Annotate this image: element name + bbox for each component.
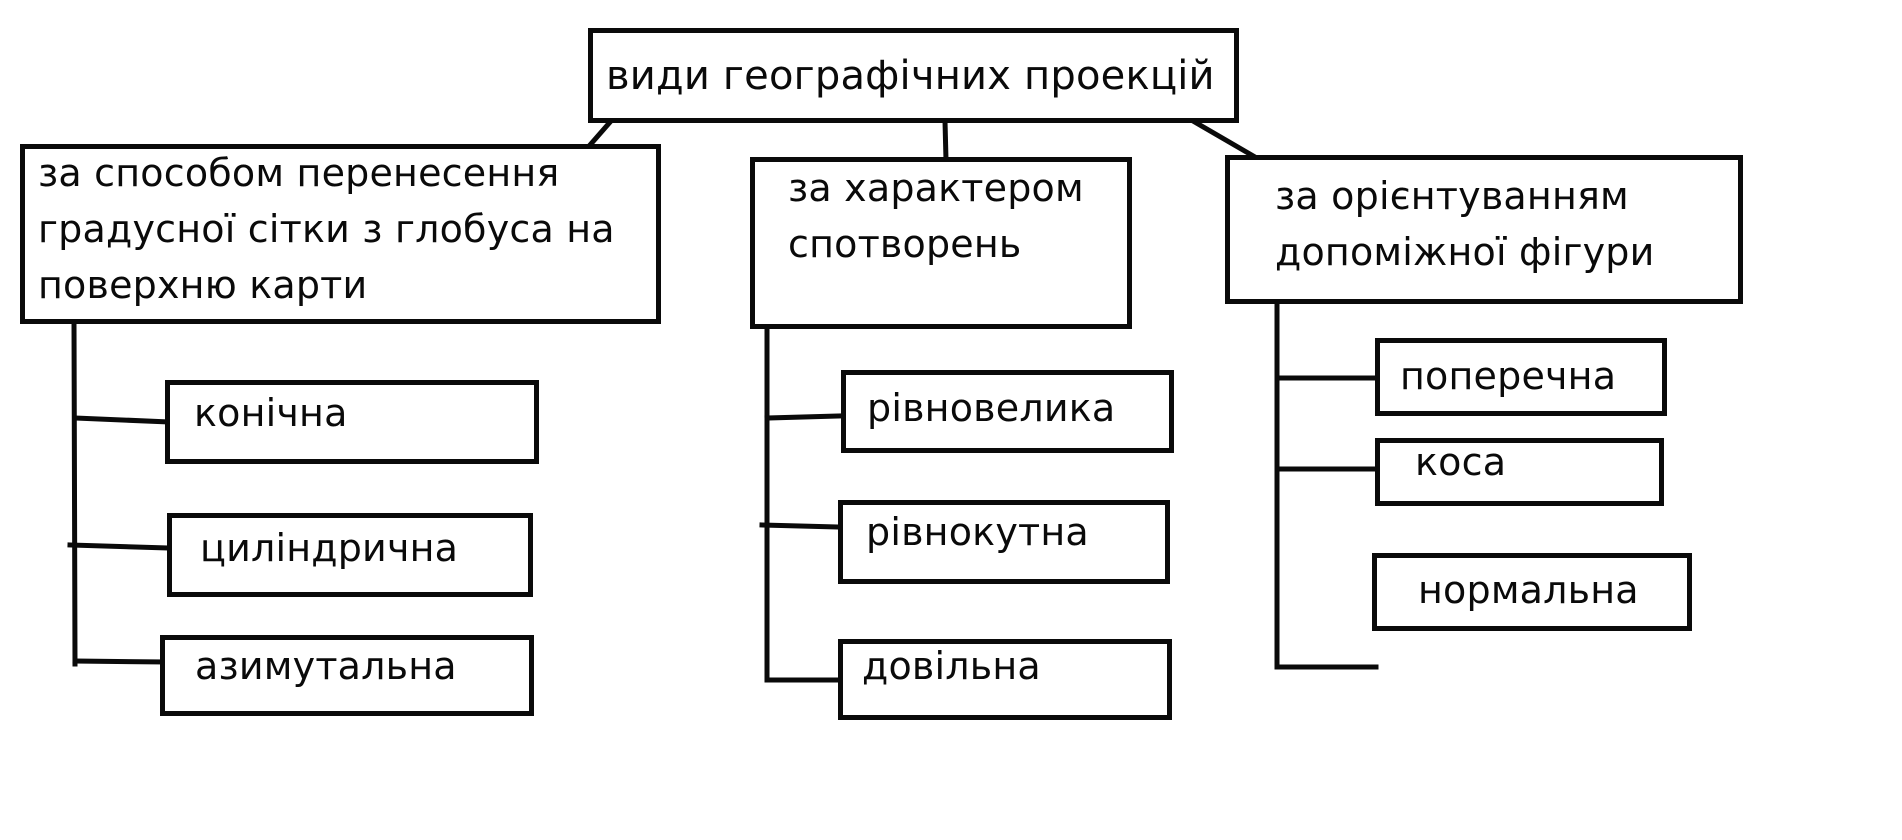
child-node-arbitrary: [838, 639, 1172, 720]
connector-cat2-child1: [764, 413, 843, 421]
child-label-oblique: коса: [1415, 440, 1507, 484]
child-node-equal-area: [841, 370, 1174, 453]
child-node-transverse: [1375, 338, 1667, 416]
child-label-conformal: рівнокутна: [866, 510, 1089, 554]
connector-root-cat1: [586, 117, 615, 149]
child-label-arbitrary: довільна: [862, 644, 1041, 688]
category-node-orientation: [1225, 155, 1743, 304]
category-label-distortion: за характером спотворень: [788, 166, 1084, 266]
child-node-conic: [165, 380, 539, 464]
child-label-azimuthal: азимутальна: [195, 644, 457, 688]
child-node-cylindrical: [167, 513, 533, 597]
connector-cat1-child2: [67, 542, 173, 551]
child-label-cylindrical: циліндрична: [200, 526, 459, 570]
child-node-oblique: [1375, 438, 1664, 506]
child-node-normal: [1372, 553, 1692, 631]
child-label-normal: нормальна: [1418, 568, 1639, 612]
child-node-conformal: [838, 500, 1170, 584]
category-node-distortion: [750, 157, 1132, 329]
child-label-equal-area: рівновелика: [867, 386, 1116, 430]
root-node-label: види географічних проекцій: [606, 53, 1215, 99]
connector-cat1-child3: [72, 658, 168, 665]
connector-cat1-trunk: [71, 319, 78, 667]
category-label-orientation: за орієнтуванням допоміжної фігури: [1275, 174, 1655, 274]
connector-root-cat3: [1189, 117, 1259, 161]
connector-cat2-child2: [759, 522, 843, 530]
connector-root-cat2: [942, 118, 949, 163]
child-node-azimuthal: [160, 635, 534, 716]
category-node-transfer-method: [20, 144, 661, 324]
category-label-transfer-method: за способом перенесення градусної сітки …: [38, 151, 615, 307]
child-label-conic: конічна: [194, 391, 348, 435]
child-label-transverse: поперечна: [1400, 354, 1617, 398]
root-node: [588, 28, 1239, 123]
connector-cat1-child1: [72, 415, 173, 425]
